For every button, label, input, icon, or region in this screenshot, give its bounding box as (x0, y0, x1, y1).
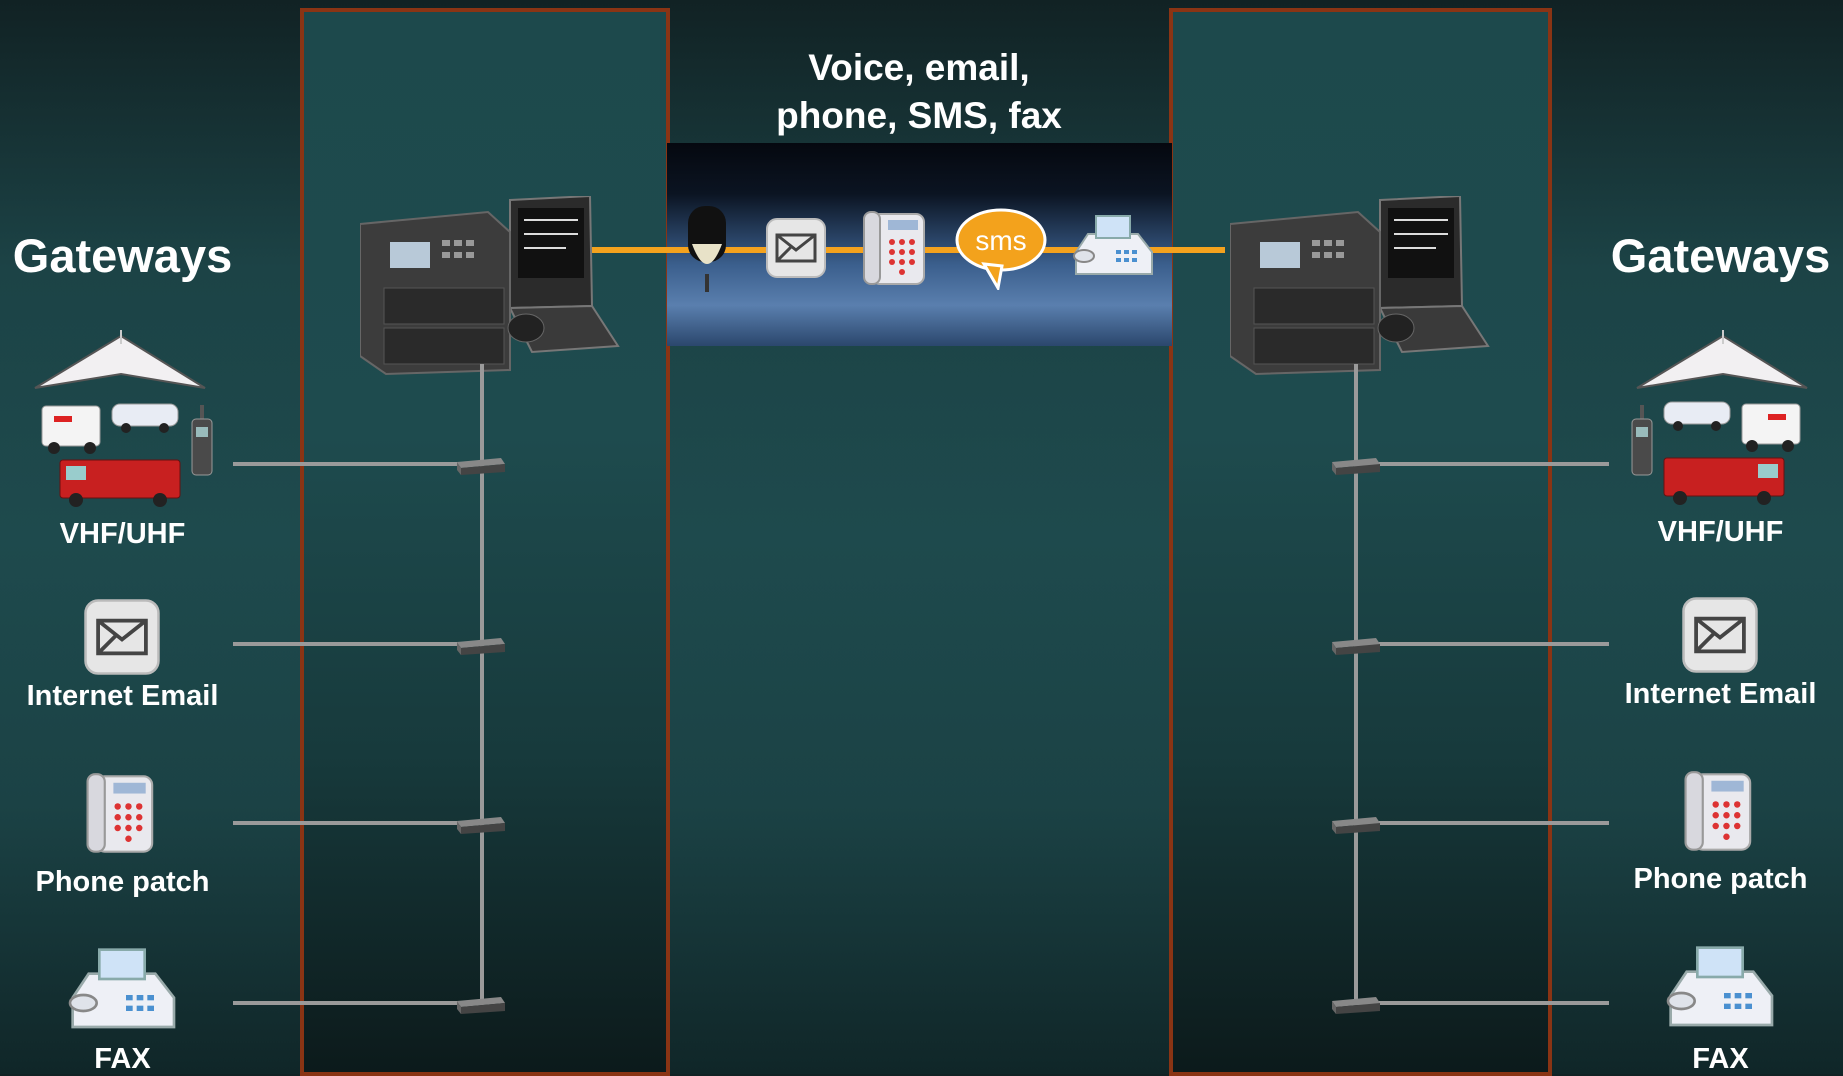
right-vhf-label: VHF/UHF (1598, 516, 1843, 549)
radio-station-icon (360, 196, 620, 376)
envelope-icon (765, 217, 827, 279)
junction-icon (455, 452, 507, 476)
junction-icon (1330, 452, 1382, 476)
right-phone-label: Phone patch (1598, 863, 1843, 896)
left-gateways-title: Gateways (0, 228, 245, 283)
right-fax-connector (1356, 1001, 1609, 1005)
left-vhf-connector (233, 462, 481, 466)
right-vhf-connector (1356, 462, 1609, 466)
envelope-icon (1681, 596, 1759, 674)
antenna-dish-icon (33, 330, 208, 390)
handheld-radio-icon (190, 405, 214, 477)
junction-icon (455, 811, 507, 835)
junction-icon (455, 991, 507, 1015)
desk-phone-icon (862, 210, 930, 288)
emergency-vehicles-icon (40, 400, 185, 508)
left-vhf-label: VHF/UHF (0, 518, 245, 551)
fax-machine-icon (62, 944, 182, 1038)
left-email-label: Internet Email (0, 680, 245, 713)
left-fax-connector (233, 1001, 481, 1005)
fax-machine-icon (1068, 212, 1158, 282)
antenna-dish-icon (1635, 330, 1810, 390)
junction-icon (1330, 632, 1382, 656)
junction-icon (455, 632, 507, 656)
right-email-connector (1356, 642, 1609, 646)
radio-station-icon (1230, 196, 1490, 376)
right-phone-connector (1356, 821, 1609, 825)
fax-machine-icon (1660, 942, 1780, 1036)
junction-icon (1330, 991, 1382, 1015)
right-gateway-panel (1169, 8, 1552, 1076)
svg-text:sms: sms (975, 225, 1026, 256)
left-phone-connector (233, 821, 481, 825)
emergency-vehicles-icon (1660, 398, 1805, 506)
right-email-label: Internet Email (1598, 678, 1843, 711)
desk-phone-icon (1682, 770, 1758, 854)
left-email-connector (233, 642, 481, 646)
left-gateway-panel (300, 8, 670, 1076)
sms-bubble-icon: sms (954, 208, 1049, 290)
left-fax-label: FAX (0, 1043, 245, 1076)
desk-phone-icon (84, 772, 160, 856)
right-fax-label: FAX (1598, 1043, 1843, 1076)
left-phone-label: Phone patch (0, 866, 245, 899)
handheld-radio-icon (1630, 405, 1654, 477)
junction-icon (1330, 811, 1382, 835)
microphone-icon (682, 204, 732, 294)
center-title: Voice, email, phone, SMS, fax (668, 44, 1170, 140)
right-gateways-title: Gateways (1598, 228, 1843, 283)
envelope-icon (83, 598, 161, 676)
